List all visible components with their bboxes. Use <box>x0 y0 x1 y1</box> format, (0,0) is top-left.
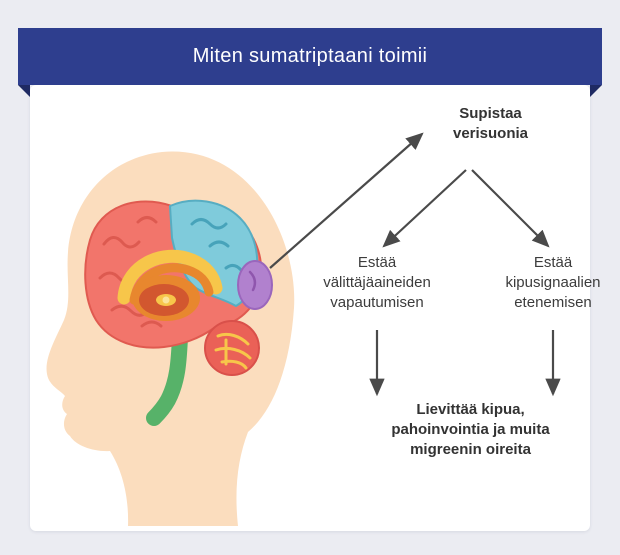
banner: Miten sumatriptaani toimii <box>18 28 602 85</box>
node-block-pain-signals: Estää kipusignaalien etenemisen <box>505 254 601 311</box>
corpus-callosum <box>117 249 223 305</box>
thalamus-dot <box>162 296 170 304</box>
occipital-gyri-line <box>248 270 257 292</box>
ribbon-fold-right <box>590 85 602 97</box>
node-constrict-vessels: Supistaa verisuonia <box>452 105 529 142</box>
banner-title: Miten sumatriptaani toimii <box>192 45 428 67</box>
ribbon-fold-left <box>18 85 30 97</box>
cerebellum-branches <box>214 332 252 370</box>
head-brain-illustration <box>46 151 295 527</box>
node-relief-result: Lievittää kipua, pahoinvointia ja muita … <box>391 401 550 458</box>
parietal-gyri-lines <box>190 218 243 272</box>
node-block-neurotransmitters: Estää välittäjäaineiden vapautumisen <box>323 254 431 311</box>
